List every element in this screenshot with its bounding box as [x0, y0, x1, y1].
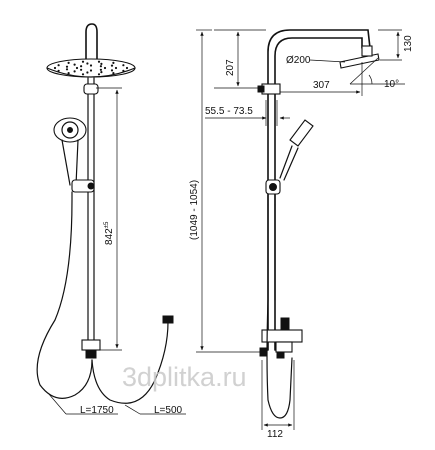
dim-307: 307 — [313, 80, 330, 91]
second-hose — [91, 321, 169, 404]
nozzle-dot — [81, 73, 85, 76]
nozzle-dot — [65, 68, 69, 71]
nozzle-dot — [122, 69, 125, 72]
nozzle-dot — [80, 65, 83, 68]
diverter — [81, 339, 101, 351]
front-view: 842±5 L=1750 L=500 — [36, 23, 186, 416]
nozzle-dot — [89, 69, 93, 72]
nozzle-dot — [125, 66, 129, 70]
nozzle-dot — [57, 69, 60, 72]
nozzle-dot — [103, 66, 107, 70]
dim-112: 112 — [267, 429, 283, 440]
overhead-shower-head — [46, 58, 136, 78]
dim-55-73: 55.5 - 73.5 — [205, 106, 253, 117]
nozzle-dot — [53, 66, 57, 70]
nozzle-dot — [99, 68, 102, 71]
mixer-inlet-side — [259, 347, 267, 357]
nozzle-dot — [97, 60, 101, 63]
connector-ring — [83, 83, 99, 95]
nozzle-dot — [67, 72, 70, 75]
nozzle-dot — [100, 62, 103, 65]
nozzle-dot — [114, 66, 118, 70]
nozzle-dot — [80, 68, 83, 71]
nozzle-dot — [67, 61, 70, 64]
nozzle-dot — [110, 69, 114, 72]
dim-207: 207 — [225, 59, 236, 76]
head-joint — [361, 45, 373, 57]
nozzle-dot — [122, 64, 125, 67]
watermark: 3dplitka.ru — [122, 362, 247, 392]
hand-shower — [53, 117, 87, 186]
mixer-body — [261, 329, 303, 343]
nozzle-dot — [73, 70, 76, 73]
nozzle-dot — [86, 62, 89, 65]
dim-l1750: L=1750 — [80, 405, 114, 416]
dim-l500: L=500 — [154, 405, 183, 416]
nozzle-dot — [73, 63, 76, 66]
nozzle-dot — [57, 64, 60, 67]
riser-arm-outer — [267, 29, 371, 351]
nozzle-dot — [100, 71, 103, 74]
nozzle-dot — [89, 64, 93, 67]
nozzle-dot — [65, 65, 69, 68]
shower-arm-top — [85, 23, 98, 61]
dim-diameter: Ø200 — [286, 55, 311, 66]
hose-end-fitting — [162, 315, 174, 324]
upper-connector — [261, 83, 281, 95]
dim-842: 842±5 — [104, 221, 115, 245]
nozzle-dot — [110, 64, 114, 67]
head-side — [339, 53, 380, 69]
hose-side — [266, 204, 293, 419]
side-view: 10° Ø200 130 307 207 55.5 - 73.5 — [189, 29, 414, 440]
mixer-outlet — [276, 351, 285, 359]
nozzle-dot — [75, 66, 79, 70]
mixer-bottom — [275, 341, 293, 353]
hand-shower-side — [279, 119, 314, 181]
nozzle-dot — [86, 71, 89, 74]
upper-knob — [257, 85, 265, 93]
dim-angle: 10° — [384, 79, 399, 90]
nozzle-dot — [112, 61, 115, 64]
dim-1049-1054: (1049 - 1054) — [189, 180, 200, 240]
nozzle-dot — [97, 73, 101, 76]
nozzle-dot — [99, 65, 102, 68]
mixer-inlet — [85, 349, 97, 359]
mixer-knob — [280, 317, 290, 331]
dim-130: 130 — [403, 35, 414, 52]
nozzle-dot — [81, 60, 85, 63]
nozzle-dot — [112, 72, 115, 75]
shower-hose — [36, 191, 93, 399]
riser-arm-inner — [274, 37, 363, 351]
